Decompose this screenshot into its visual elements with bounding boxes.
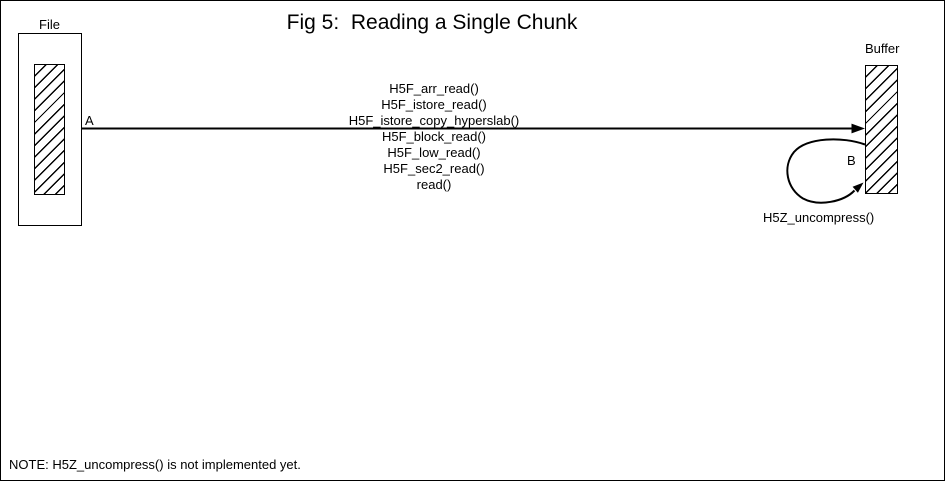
function-name: H5F_arr_read()	[389, 81, 479, 96]
read-call-stack: H5F_arr_read()H5F_istore_read()H5F_istor…	[349, 81, 520, 193]
function-name: read()	[416, 177, 452, 192]
function-name: H5F_block_read()	[381, 129, 487, 144]
buffer-hatched-region	[865, 65, 898, 194]
file-label: File	[39, 17, 60, 32]
uncompress-loop-arrow	[786, 138, 866, 204]
uncompress-function-label: H5Z_uncompress()	[763, 210, 875, 225]
function-name: H5F_sec2_read()	[383, 161, 485, 176]
figure-title: Fig 5: Reading a Single Chunk	[286, 11, 578, 34]
function-name: H5F_istore_read()	[381, 97, 487, 112]
buffer-label: Buffer	[865, 41, 900, 56]
read-arrow-label: A	[85, 113, 94, 128]
uncompress-arrowhead	[852, 182, 864, 193]
uncompress-arrow-label: B	[847, 153, 856, 168]
footnote: NOTE: H5Z_uncompress() is not implemente…	[9, 457, 301, 472]
file-box	[18, 33, 82, 226]
function-name: H5F_low_read()	[387, 145, 481, 160]
file-chunk-hatched-region	[34, 64, 65, 195]
read-arrowhead	[851, 123, 865, 134]
function-name: H5F_istore_copy_hyperslab()	[348, 113, 520, 128]
